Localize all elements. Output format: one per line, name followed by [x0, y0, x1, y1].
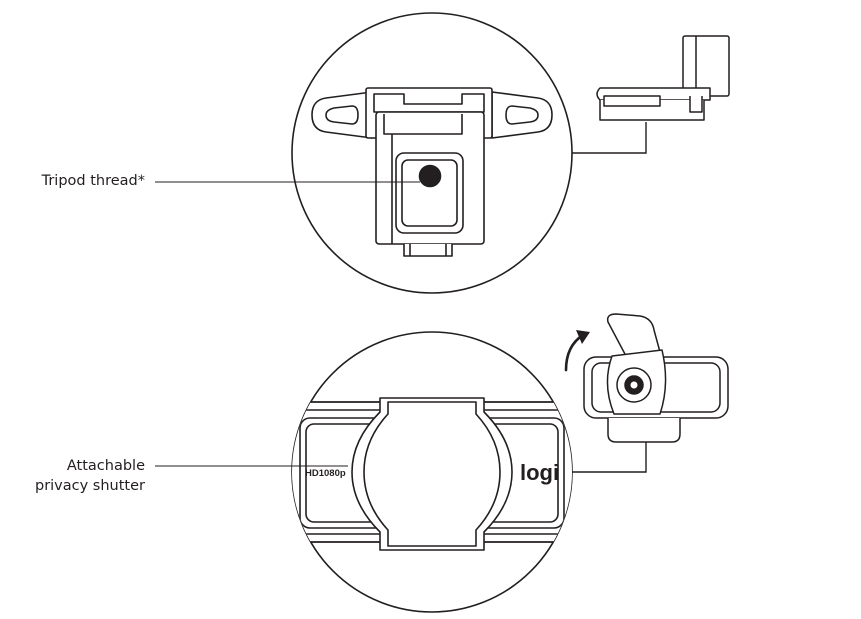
privacy-shutter [351, 397, 513, 551]
clip-wing-right-slot [505, 105, 539, 125]
mount-base-tab [403, 244, 453, 257]
webcam-side-view [596, 35, 730, 121]
resolution-badge: HD1080p [305, 468, 346, 479]
clip-hook-side [603, 95, 661, 107]
clip-wing-right [491, 91, 553, 139]
curved-arrow-icon [564, 330, 590, 372]
clip-wing-left [311, 91, 373, 139]
tripod-thread-hole [418, 164, 442, 188]
clip-wing-left-slot [325, 105, 359, 125]
privacy-shutter-label-line1: Attachable [66, 458, 145, 474]
webcam-front-view [583, 313, 729, 443]
tripod-thread-label: Tripod thread* [41, 173, 145, 189]
webcam-clip-front [607, 418, 681, 443]
privacy-shutter-label: Attachable privacy shutter [35, 456, 145, 496]
tripod-plate-inner [401, 159, 458, 227]
privacy-shutter-flipped [606, 313, 661, 357]
webcam-body-side [682, 35, 730, 97]
brand-logo: logi [520, 460, 559, 485]
tripod-connector-line [572, 122, 647, 154]
mount-top-hinge [383, 114, 463, 135]
privacy-shutter-inner [363, 401, 501, 547]
tripod-plate [395, 152, 464, 234]
privacy-shutter-label-line2: privacy shutter [34, 478, 145, 494]
shutter-detail-callout [291, 331, 573, 613]
webcam-lens-glint [630, 381, 638, 389]
webcam-hinge-side [689, 96, 703, 113]
tripod-detail-callout [291, 12, 573, 294]
shutter-connector-line [572, 440, 647, 473]
